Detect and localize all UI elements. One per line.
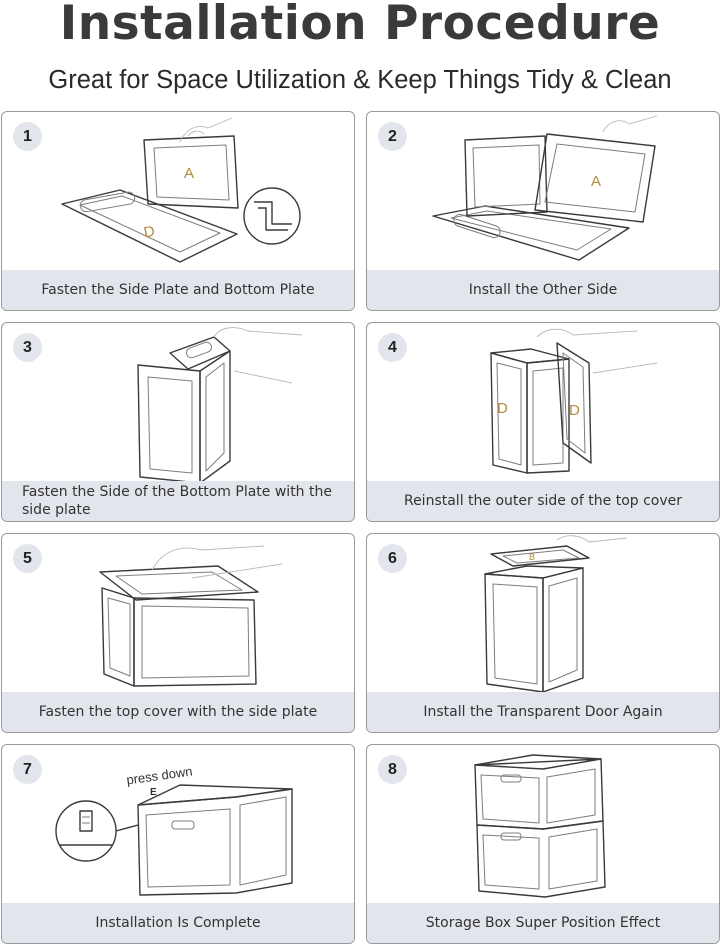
step-card-5: 5 Fasten the top cover with the side pla… xyxy=(1,533,355,733)
step-badge: 1 xyxy=(13,122,42,151)
step-card-1: D A 1 Fasten the Side Plate and Bottom P… xyxy=(1,111,355,311)
plate-a-label: A xyxy=(184,165,194,182)
step-badge: 2 xyxy=(378,122,407,151)
step-8-illustration xyxy=(474,754,606,898)
step-badge: 7 xyxy=(13,755,42,784)
step-caption: Install the Other Side xyxy=(367,270,719,310)
step-4-illustration: D D xyxy=(490,328,658,474)
plate-d-label: D xyxy=(142,223,156,242)
page-subtitle: Great for Space Utilization & Keep Thing… xyxy=(48,66,672,94)
step-card-7: press down E 7 Installation Is Complete xyxy=(1,744,355,944)
step-caption: Fasten the top cover with the side plate xyxy=(2,692,354,732)
step-card-2: A 2 Install the Other Side xyxy=(366,111,720,311)
step-card-3: 3 Fasten the Side of the Bottom Plate wi… xyxy=(1,322,355,522)
step-caption: Fasten the Side Plate and Bottom Plate xyxy=(2,270,354,310)
step-6-illustration: B xyxy=(484,535,628,692)
step-card-4: D D 4 Reinstall the outer side of the to… xyxy=(366,322,720,522)
plate-b-label: B xyxy=(529,552,535,562)
step-caption: Install the Transparent Door Again xyxy=(367,692,719,732)
step-caption: Reinstall the outer side of the top cove… xyxy=(367,481,719,521)
step-7-illustration: press down E xyxy=(55,763,293,896)
step-card-8: 8 Storage Box Super Position Effect xyxy=(366,744,720,944)
step-3-illustration xyxy=(137,327,303,481)
plate-d-label: D xyxy=(497,400,508,417)
step-badge: 5 xyxy=(13,544,42,573)
step-card-6: B 6 Install the Transparent Door Again xyxy=(366,533,720,733)
step-1-illustration: D A xyxy=(61,117,301,263)
step-caption: Storage Box Super Position Effect xyxy=(367,903,719,943)
step-caption: Installation Is Complete xyxy=(2,903,354,943)
plate-a-label: A xyxy=(591,173,601,190)
step-badge: 4 xyxy=(378,333,407,362)
step-5-illustration xyxy=(99,545,283,687)
marker-e-label: E xyxy=(150,787,157,798)
step-badge: 6 xyxy=(378,544,407,573)
page-title: Installation Procedure xyxy=(59,0,661,51)
step-badge: 8 xyxy=(378,755,407,784)
step-2-illustration: A xyxy=(432,115,658,261)
press-down-label: press down xyxy=(125,763,193,787)
step-badge: 3 xyxy=(13,333,42,362)
plate-d-label: D xyxy=(569,402,580,419)
step-caption: Fasten the Side of the Bottom Plate with… xyxy=(2,481,354,521)
